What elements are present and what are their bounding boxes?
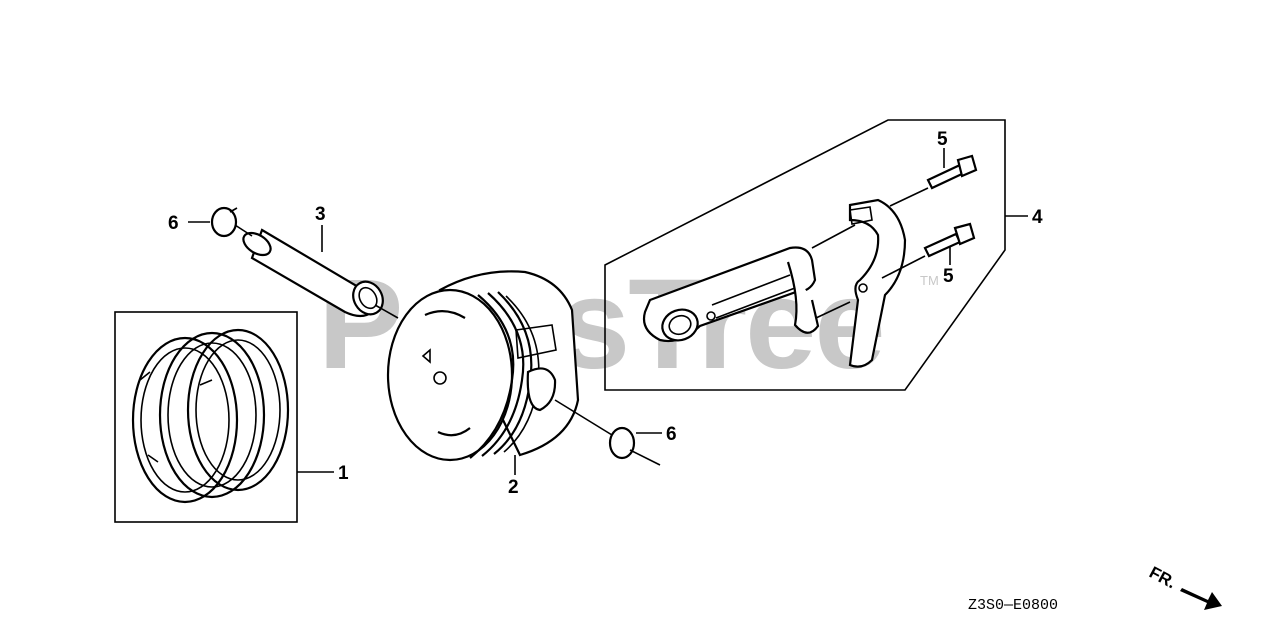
callout-3[interactable]: 3 — [315, 204, 326, 225]
piston-pin[interactable] — [240, 228, 389, 319]
rod-small-end — [661, 308, 699, 342]
watermark-trademark: TM — [920, 273, 939, 288]
piston-ring-2 — [158, 331, 266, 499]
connecting-rod-assembly[interactable] — [604, 119, 1006, 391]
conrod-frame — [604, 119, 1006, 391]
callout-2[interactable]: 2 — [508, 477, 519, 498]
callout-6-right[interactable]: 6 — [666, 424, 677, 445]
piston-pin-clip-left[interactable] — [210, 206, 238, 238]
callout-5-lower[interactable]: 5 — [943, 266, 954, 287]
piston-ring-3 — [186, 328, 290, 492]
piston-ring-1 — [131, 336, 239, 504]
ring-set-frame — [114, 311, 298, 523]
front-direction-indicator: FR. — [1146, 563, 1222, 610]
callout-1[interactable]: 1 — [338, 463, 349, 484]
piston-pin-clip-right[interactable] — [608, 426, 636, 460]
diagram-code: Z3S0—E0800 — [968, 597, 1058, 614]
piston-boss — [526, 367, 557, 412]
piston-ring-set[interactable] — [114, 311, 298, 523]
conrod-bolt-lower[interactable] — [923, 222, 976, 258]
callout-5-upper[interactable]: 5 — [937, 129, 948, 150]
front-arrow-icon — [1180, 588, 1222, 610]
connecting-rod-cap — [848, 198, 907, 368]
callout-4[interactable]: 4 — [1032, 207, 1043, 228]
conrod-bolt-upper[interactable] — [926, 154, 978, 190]
piston[interactable] — [386, 270, 580, 462]
callout-6-left[interactable]: 6 — [168, 213, 179, 234]
front-label: FR. — [1146, 563, 1179, 593]
